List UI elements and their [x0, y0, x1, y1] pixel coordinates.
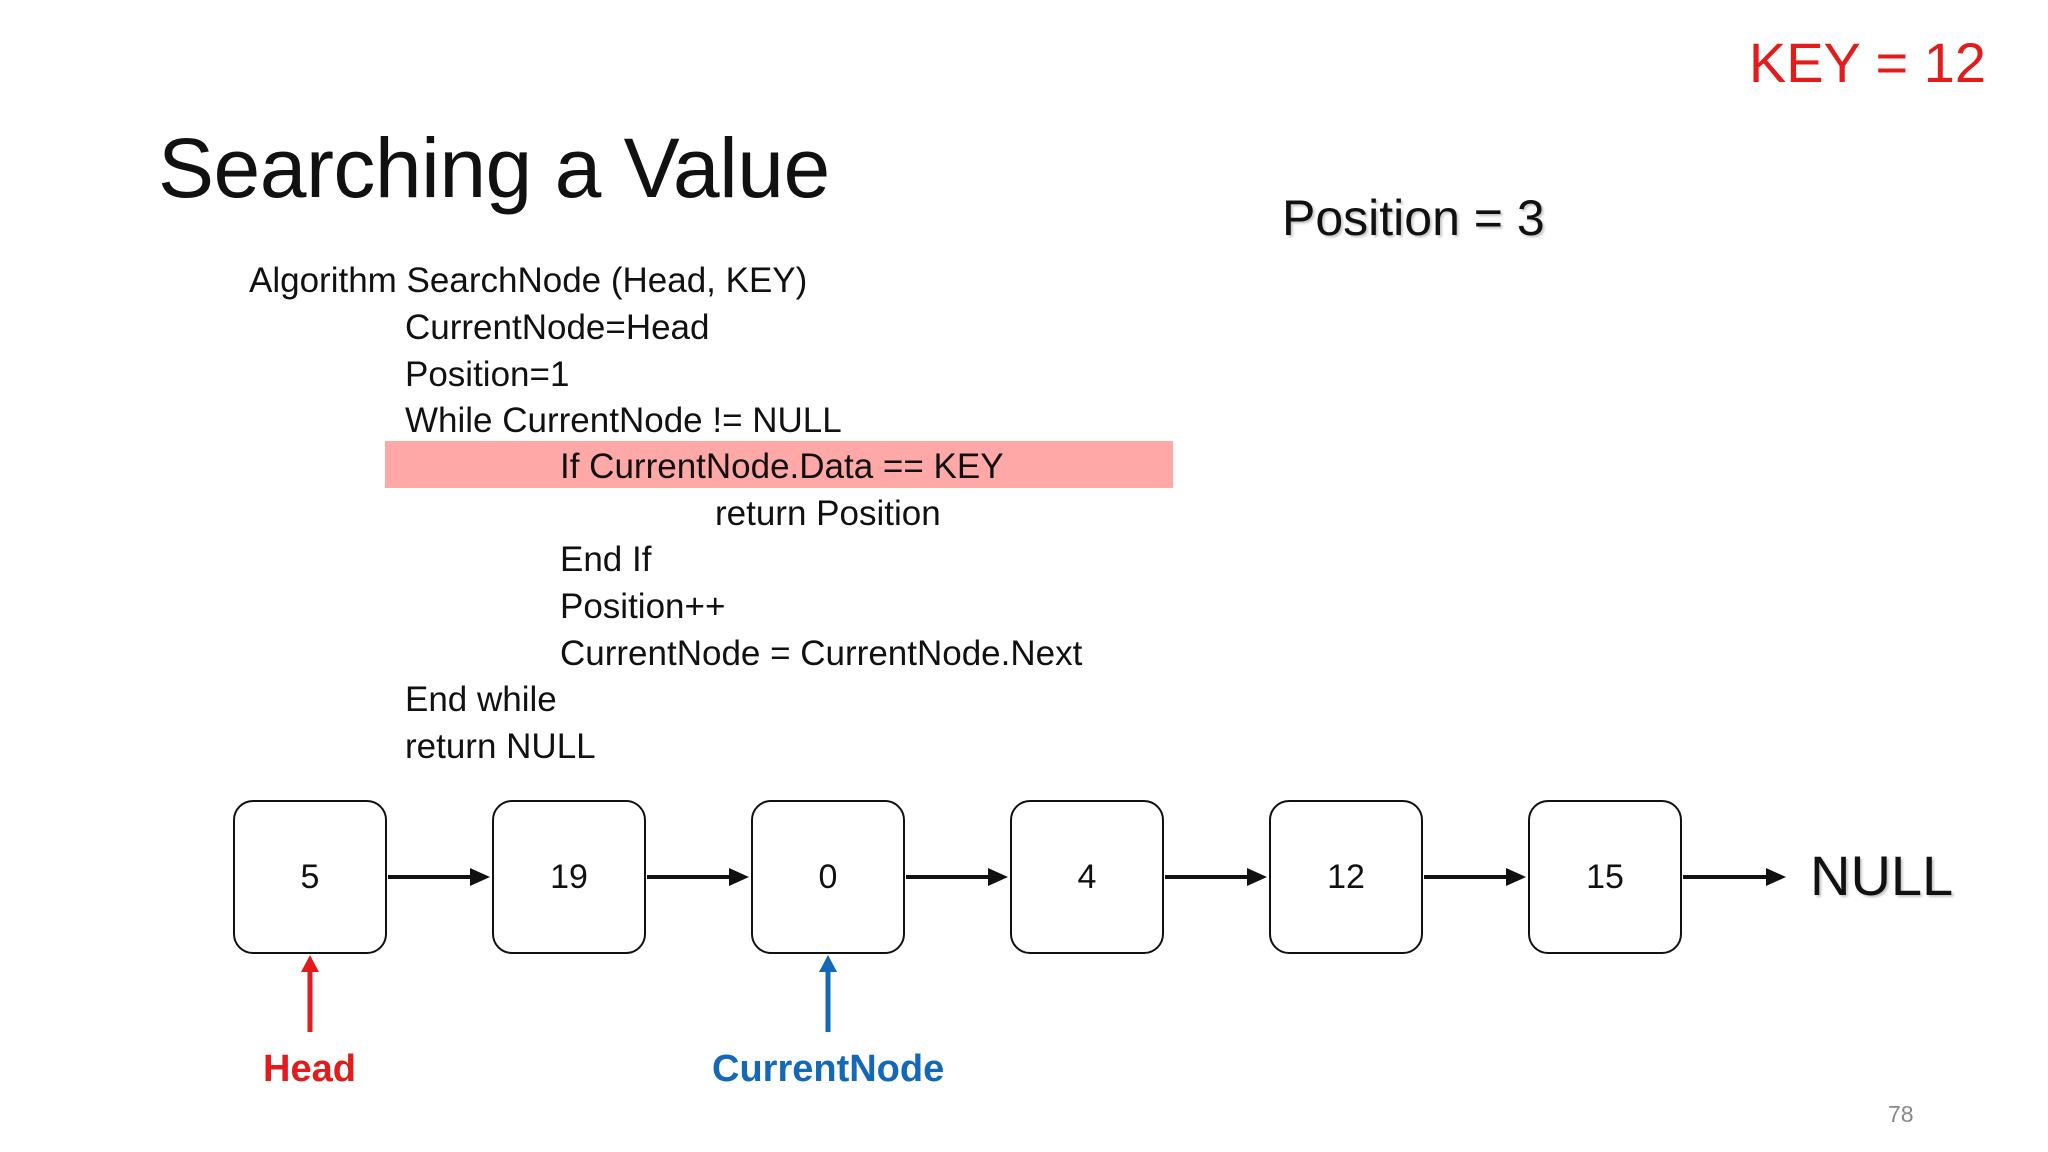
- link-arrow-6-null: [1683, 868, 1786, 886]
- code-line-init-current: CurrentNode=Head: [405, 308, 710, 347]
- list-node-4: 4: [1010, 800, 1164, 954]
- slide-title: Searching a Value: [158, 121, 830, 215]
- list-node-2: 19: [492, 800, 646, 954]
- page-number: 78: [1888, 1101, 1914, 1127]
- current-node-pointer-arrow: [819, 955, 837, 1032]
- link-arrow-3-4: [906, 868, 1008, 886]
- code-line-position-increment: Position++: [560, 587, 726, 626]
- link-arrow-2-3: [647, 868, 749, 886]
- code-line-init-position: Position=1: [405, 355, 570, 394]
- head-pointer-arrow: [301, 955, 319, 1032]
- code-line-advance-node: CurrentNode = CurrentNode.Next: [560, 634, 1083, 673]
- head-pointer-label: Head: [263, 1048, 356, 1090]
- list-node-5: 12: [1269, 800, 1423, 954]
- code-line-if-check: If CurrentNode.Data == KEY: [560, 447, 1004, 486]
- null-terminator-label: NULL: [1810, 844, 1954, 907]
- list-node-6: 15: [1528, 800, 1682, 954]
- link-arrow-4-5: [1165, 868, 1267, 886]
- position-value-label: Position = 3: [1282, 190, 1545, 246]
- code-line-end-if: End If: [560, 540, 652, 579]
- code-line-highlight: [385, 441, 1173, 488]
- code-line-while: While CurrentNode != NULL: [405, 401, 842, 440]
- link-arrow-1-2: [388, 868, 490, 886]
- list-node-1: 5: [233, 800, 387, 954]
- key-value-label: KEY = 12: [1748, 31, 1986, 94]
- code-line-end-while: End while: [405, 680, 557, 719]
- link-arrow-5-6: [1424, 868, 1526, 886]
- code-line-signature: Algorithm SearchNode (Head, KEY): [249, 261, 808, 300]
- list-node-3: 0: [751, 800, 905, 954]
- code-line-return-null: return NULL: [405, 727, 596, 766]
- current-node-pointer-label: CurrentNode: [712, 1048, 945, 1090]
- code-line-return-position: return Position: [715, 494, 941, 533]
